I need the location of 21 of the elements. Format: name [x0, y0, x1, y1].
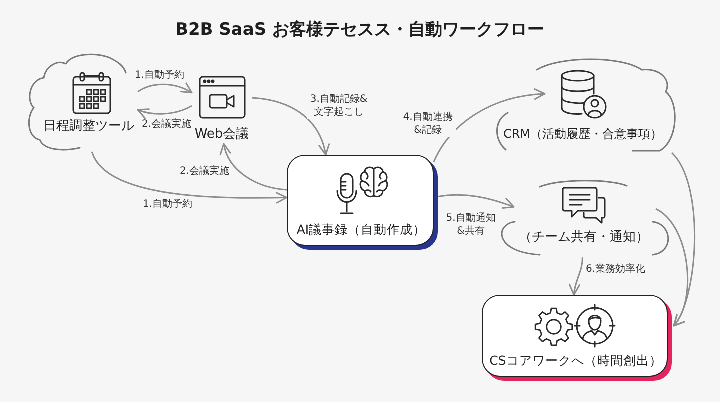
diagram-title: B2B SaaS お客様テセスス・自動ワークフロー: [176, 20, 544, 40]
node-label: Web会議: [194, 127, 250, 144]
edge-label: 1.自動予約: [134, 70, 186, 82]
edge-label: 2.会議実施: [179, 166, 231, 178]
edge-label: 1.自動予約: [142, 199, 194, 212]
node-label: （チーム共有・通知）: [519, 230, 649, 246]
arrow: [656, 208, 688, 327]
arrow: [438, 194, 515, 210]
edge-label: 6.業務効率化: [585, 264, 647, 276]
node-label: CRM（活動履歴・合意事項）: [503, 127, 663, 142]
arrow: [138, 82, 193, 94]
arrow: [569, 256, 584, 296]
arrow: [91, 152, 288, 204]
node-label: AI議事録（自動作成）: [296, 222, 426, 238]
arrow: [137, 105, 192, 119]
node-label: 日程調整ツール: [44, 119, 134, 136]
edge-label: 2.会議実施: [141, 119, 193, 132]
arrow: [220, 143, 288, 191]
node-label: CSコアワークへ（時間創出）: [490, 353, 662, 369]
arrow: [433, 89, 546, 162]
arrow: [252, 97, 330, 156]
